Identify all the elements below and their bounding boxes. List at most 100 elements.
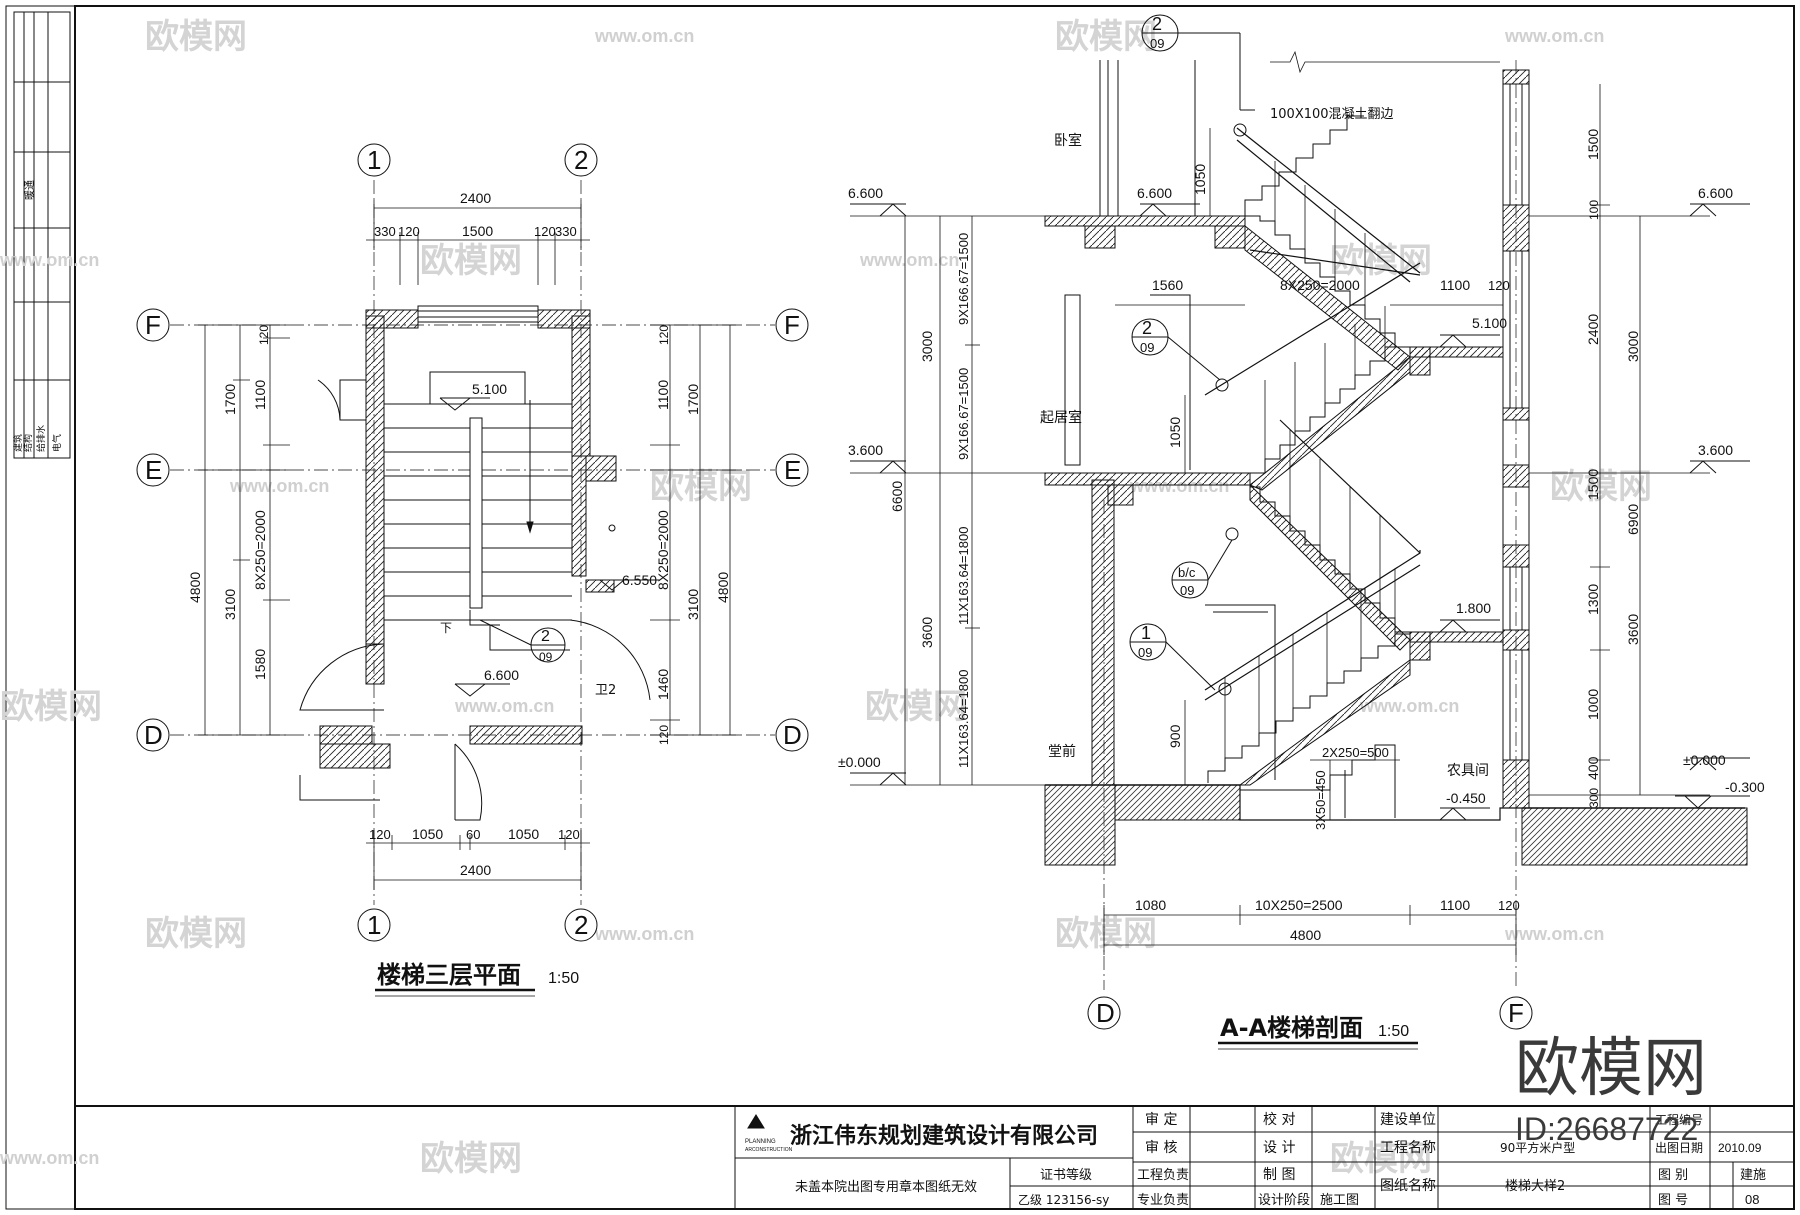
tb-tuzhi-mingcheng: 图纸名称 [1380, 1178, 1436, 1194]
plan-axis-bubble-F-right [775, 308, 809, 342]
plan-dim-120-left: 120 [398, 224, 420, 239]
section-dim-120: 120 [1488, 278, 1510, 293]
plan-arrow-head [526, 521, 534, 534]
tb-gongcheng-fuze: 工程负责 [1137, 1168, 1189, 1183]
section-door-living [1064, 294, 1081, 466]
section-rdim-6900: 6900 [1625, 504, 1641, 535]
section-dim-1100b: 1100 [1440, 897, 1470, 913]
tb-sheji: 设 计 [1263, 1140, 1295, 1156]
section-dim-2x250: 2X250=500 [1322, 745, 1389, 760]
section-elev-3600-right [1689, 460, 1717, 474]
company-logo-icon [747, 1114, 765, 1129]
plan-dim-330-left: 330 [374, 224, 396, 239]
plan-wall-right-mid [571, 455, 587, 577]
tb-zhitu: 制 图 [1263, 1167, 1295, 1183]
tb-tuhao: 图 号 [1658, 1193, 1688, 1208]
section-dims-right [1529, 84, 1710, 808]
sidebar-text-2: 建筑 [12, 434, 24, 452]
watermark-brand: 欧模网 [145, 914, 247, 954]
sidebar-labels: 暖通 建筑 结构 给排水 电气 [12, 180, 63, 452]
watermark-brand: 欧模网 [650, 467, 752, 507]
section-dims-bottom [1103, 905, 1517, 955]
watermark-corner-brand: 欧模网 [1515, 1032, 1707, 1106]
watermark-brand: 欧模网 [1330, 1139, 1432, 1179]
plan-dim-1700-right: 1700 [685, 384, 701, 415]
plan-dim-1580: 1580 [252, 649, 268, 680]
plan-wall-right-stub [585, 579, 615, 593]
plan-treads [384, 403, 572, 621]
section-rdim-3600: 3600 [1625, 614, 1641, 645]
section-elev-m0450-text: -0.450 [1446, 790, 1486, 806]
plan-axis-label-1-top: 1 [367, 145, 381, 175]
plan-room-label: 卫2 [595, 683, 616, 698]
plan-dim-2400-top: 2400 [460, 190, 491, 206]
discipline-sidebar [13, 11, 71, 459]
plan-axis-label-2-bottom: 2 [574, 910, 588, 940]
tb-gongcheng-bianhao: 工程编号 [1655, 1112, 1703, 1127]
section-dim-1050b: 1050 [1167, 417, 1183, 448]
section-dim-900: 900 [1167, 724, 1183, 748]
section-room-tools: 农具间 [1447, 763, 1489, 779]
plan-axis-bubble-E-left [136, 453, 170, 487]
section-handrails [1204, 127, 1421, 701]
plan-axis-label-F-left: F [145, 310, 161, 340]
plan-dim-120-bl: 120 [369, 827, 391, 842]
watermark-url: www.om.cn [1359, 696, 1459, 716]
tb-notice: 未盖本院出图专用章本图纸无效 [795, 1179, 977, 1195]
plan-axis-label-D-left: D [144, 720, 163, 750]
tb-tubie: 图 别 [1658, 1168, 1688, 1183]
plan-axis-bubble-1-top [357, 143, 391, 177]
plan-dim-1500: 1500 [462, 223, 493, 239]
tb-sheji-jieduan: 设计阶段 [1258, 1193, 1310, 1208]
watermark-brand: 欧模网 [420, 1139, 522, 1179]
section-elev-m0300-text: -0.300 [1725, 779, 1765, 795]
plan-window [417, 305, 539, 323]
section-axis-bubble-D [1087, 996, 1121, 1030]
plan-axis-bubble-F-left [136, 308, 170, 342]
section-scale: 1:50 [1378, 1023, 1409, 1040]
plan-dim-1100-right: 1100 [655, 380, 671, 410]
plan-wall-right-jog [585, 455, 617, 482]
plan-labels: 1 2 1 2 F F E E D D 2400 330 120 1500 12… [144, 145, 802, 989]
tb-tubie-value: 建施 [1740, 1168, 1766, 1183]
section-ground-left [1044, 784, 1116, 866]
plan-ref-sheet: 09 [539, 650, 553, 664]
watermark-corner-id: ID:26687722 [1515, 1111, 1698, 1147]
plan-axis-label-D-right: D [783, 720, 802, 750]
plan-title: 楼梯三层平面 [377, 961, 521, 989]
section-elev-0-left-text: ±0.000 [838, 754, 881, 770]
tb-shigongtu: 施工图 [1320, 1193, 1359, 1208]
section-elev-6600-mid-text: 6.600 [1137, 185, 1172, 201]
section-ref-1-num: 1 [1141, 623, 1151, 643]
section-rdim-3000: 3000 [1625, 331, 1641, 362]
section-ref-1-sheet: 09 [1138, 645, 1152, 660]
section-ref-bc-sheet: 09 [1180, 583, 1194, 598]
section-edge-note: 100X100混凝土翻边 [1270, 106, 1394, 122]
plan-dims-left [198, 324, 290, 736]
section-rdim-1000: 1000 [1585, 689, 1601, 720]
tb-zhuanye-fuze: 专业负责 [1137, 1193, 1189, 1208]
plan-notch [339, 379, 366, 421]
section-dim-4800: 4800 [1290, 927, 1321, 943]
tb-shenhe: 审 核 [1145, 1140, 1177, 1156]
plan-elev-marker-landing [439, 397, 490, 411]
section-title: A-A楼梯剖面 [1220, 1014, 1363, 1042]
plan-dim-1050-right: 1050 [508, 826, 539, 842]
plan-dim-3100-right: 3100 [685, 589, 701, 620]
section-dim-3000: 3000 [919, 331, 935, 362]
watermark-url: www.om.cn [594, 924, 694, 944]
section-room-living: 起居室 [1040, 409, 1082, 426]
plan-handrail-well [469, 417, 483, 609]
section-elev-6600-right-text: 6.600 [1698, 185, 1733, 201]
sidebar-text-4: 给排水 [35, 425, 47, 452]
plan-axis-label-2-top: 2 [574, 145, 588, 175]
tb-project-value: 90平方米户型 [1500, 1140, 1575, 1155]
tb-company-en-2: ARCONSTRUCTION [745, 1147, 793, 1153]
plan-wall-bottom-right [469, 725, 583, 745]
watermark-url: www.om.cn [594, 26, 694, 46]
plan-dims-right [650, 324, 740, 736]
section-handrail-bracket [1233, 123, 1247, 137]
plan-wall-left-lower [365, 643, 385, 685]
tb-tuhao-value: 08 [1745, 1192, 1759, 1207]
section-dims-left [850, 215, 1045, 786]
